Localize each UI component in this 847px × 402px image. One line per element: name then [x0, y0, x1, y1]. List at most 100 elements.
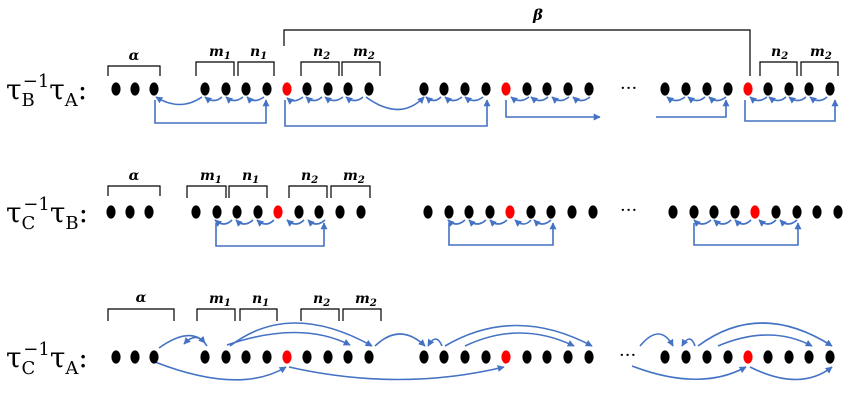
ellipses: ··· ··· ···	[619, 78, 637, 366]
dot	[833, 205, 843, 219]
dot	[567, 205, 577, 219]
bracket-alpha	[107, 185, 161, 196]
pivot-dot	[282, 82, 292, 96]
m2-label: m2	[353, 44, 375, 62]
dot	[232, 205, 242, 219]
dot	[588, 205, 598, 219]
alpha-label: α	[129, 168, 140, 184]
label-sup: −1	[23, 71, 50, 92]
dot	[825, 350, 835, 364]
dot	[804, 82, 814, 96]
label-sub: A	[64, 90, 79, 111]
bracket-n2	[300, 61, 340, 76]
dot	[464, 205, 474, 219]
bracket-labels: α m1 n1 β n2 m2 n2 m2 α m1 n1 n2 m2 α m1…	[129, 6, 832, 309]
dot	[130, 82, 140, 96]
pivot-dot	[750, 205, 760, 219]
label-colon: :	[78, 341, 87, 374]
dot	[200, 82, 210, 96]
dot	[323, 350, 333, 364]
bracket-beta	[283, 29, 751, 76]
label-sub: C	[22, 358, 36, 379]
dot	[221, 350, 231, 364]
alpha-label: α	[129, 48, 140, 64]
bracket-n1	[237, 61, 275, 76]
dot	[343, 350, 353, 364]
bracket-alpha	[107, 65, 161, 76]
pivot-dot	[501, 350, 511, 364]
bracket-m2	[330, 185, 371, 198]
dot	[130, 350, 140, 364]
row-label-2: τC−1τB:	[6, 194, 88, 234]
dot	[241, 82, 251, 96]
dot	[221, 82, 231, 96]
dot	[364, 350, 374, 364]
dot	[784, 350, 794, 364]
dot	[563, 350, 573, 364]
label-tau: τ	[50, 341, 66, 374]
dot	[825, 82, 835, 96]
pivot-dot	[505, 205, 515, 219]
row-label-1: τB−1τA:	[6, 71, 87, 111]
svg-text:τB−1τA:: τB−1τA:	[6, 71, 87, 111]
arrows	[154, 96, 839, 381]
ellipsis: ···	[620, 78, 637, 99]
dot	[681, 350, 691, 364]
dot	[460, 350, 470, 364]
label-tau: τ	[49, 73, 65, 106]
dot	[730, 205, 740, 219]
dot	[262, 82, 272, 96]
dot	[111, 350, 121, 364]
dot	[771, 205, 781, 219]
label-sup: −1	[23, 339, 50, 360]
dot	[439, 82, 449, 96]
dot	[709, 205, 719, 219]
ellipsis: ···	[620, 200, 637, 221]
dot	[356, 205, 366, 219]
bracket-n2	[300, 308, 340, 321]
label-sub: B	[22, 90, 35, 111]
bracket-m1	[196, 308, 236, 321]
label-tau: τ	[6, 196, 22, 229]
dot	[546, 205, 556, 219]
dot	[144, 205, 154, 219]
dot	[563, 82, 573, 96]
bracket-m2	[800, 61, 839, 76]
dot	[812, 205, 822, 219]
alpha-label: α	[136, 290, 147, 306]
label-sup: −1	[23, 194, 50, 215]
bracket-m2	[341, 61, 381, 76]
m1-label: m1	[209, 291, 231, 309]
dot	[584, 350, 594, 364]
bracket-n2	[288, 185, 328, 198]
dot	[481, 350, 491, 364]
dot	[723, 82, 733, 96]
dot	[241, 350, 251, 364]
label-tau: τ	[6, 341, 22, 374]
dot	[522, 82, 532, 96]
n2-label: n2	[771, 44, 788, 62]
label-tau: τ	[6, 73, 22, 106]
n2-label: n2	[313, 291, 330, 309]
dot	[460, 82, 470, 96]
bracket-alpha	[107, 308, 175, 321]
dot	[660, 82, 670, 96]
dot	[584, 82, 594, 96]
dot	[723, 350, 733, 364]
dot	[149, 82, 159, 96]
svg-text:τC−1τB:: τC−1τB:	[6, 194, 88, 234]
dots-layer	[106, 82, 843, 364]
label-sub: B	[65, 213, 78, 234]
dot	[212, 205, 222, 219]
dot	[253, 205, 263, 219]
dot	[444, 205, 454, 219]
dot	[262, 350, 272, 364]
dot	[111, 82, 121, 96]
label-colon: :	[79, 196, 88, 229]
dot	[343, 82, 353, 96]
pivot-dot	[743, 82, 753, 96]
pivot-dot	[501, 82, 511, 96]
brackets	[107, 29, 839, 321]
dot	[364, 82, 374, 96]
